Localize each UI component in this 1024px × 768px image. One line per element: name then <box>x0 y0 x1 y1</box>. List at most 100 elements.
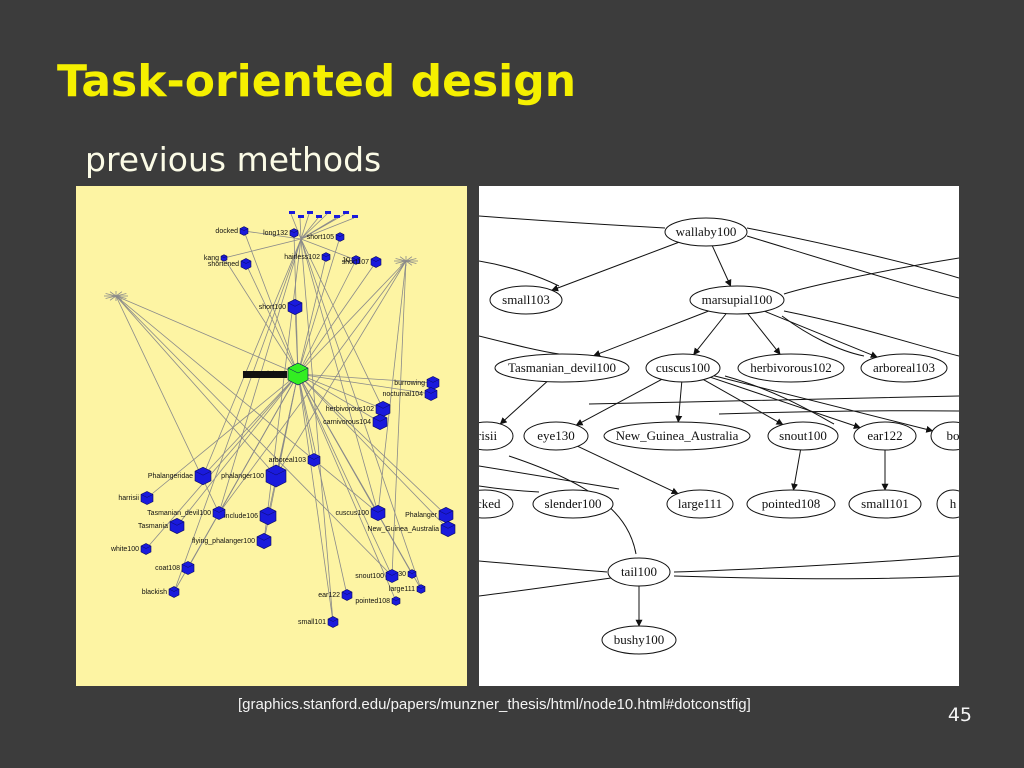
hyperbolic-edge <box>377 260 407 514</box>
dot-node-label: herbivorous102 <box>750 360 832 375</box>
hyperbolic-node-label: pointed108 <box>355 598 390 605</box>
hyperbolic-edge <box>243 230 299 375</box>
hyperbolic-node <box>407 569 417 579</box>
hyperbolic-node-label: flying_phalanger100 <box>192 538 255 545</box>
dot-node-label: small103 <box>502 292 550 307</box>
dot-node: small101 <box>848 489 922 519</box>
hyperbolic-node <box>259 506 277 526</box>
dot-node-label: h <box>950 496 957 511</box>
hyperbolic-node <box>194 466 212 486</box>
dot-edge <box>791 449 802 491</box>
hyperbolic-edge <box>297 373 381 423</box>
hyperbolic-node <box>370 256 382 268</box>
dot-node: slender100 <box>532 489 614 519</box>
hyperbolic-node-label: small101 <box>298 619 326 626</box>
dot-edge <box>693 313 727 356</box>
hyperbolic-node-label: snout100 <box>355 573 384 580</box>
hyperbolic-edge <box>405 260 417 264</box>
dot-node-label: bushy100 <box>614 632 665 647</box>
hyperbolic-node <box>140 543 152 555</box>
hyperbolic-node-label: arboreal103 <box>269 457 306 464</box>
dot-edge <box>593 310 709 357</box>
hyperbolic-node-label: Tasmanian_devil100 <box>147 510 211 517</box>
hyperbolic-node <box>375 400 391 418</box>
hyperbolic-edge <box>105 295 117 299</box>
hyperbolic-node <box>220 254 228 262</box>
dot-edge <box>479 485 540 493</box>
hyperbolic-node <box>440 520 456 538</box>
dot-edge <box>479 465 620 490</box>
hyperbolic-edge <box>294 306 299 375</box>
hyperbolic-node-label: include106 <box>224 513 258 520</box>
dot-node-label: marsupial100 <box>702 292 773 307</box>
hyperbolic-edge <box>300 238 357 261</box>
hyperbolic-node-label: phalanger100 <box>221 473 264 480</box>
hyperbolic-edge <box>243 230 302 240</box>
hyperbolic-edge <box>405 258 417 262</box>
hyperbolic-node <box>289 211 295 214</box>
hyperbolic-edge <box>146 373 299 499</box>
hyperbolic-edge <box>395 260 407 264</box>
hyperbolic-node-label: white100 <box>110 546 139 553</box>
dot-edge <box>551 241 679 292</box>
hyperbolic-node <box>416 584 426 594</box>
hyperbolic-edge <box>109 295 117 301</box>
dot-node-label: pointed108 <box>762 496 821 511</box>
dot-node-label: New_Guinea_Australia <box>616 428 739 443</box>
hyperbolic-node-label: 30 <box>398 571 406 578</box>
hyperbolic-edge <box>297 373 447 516</box>
hyperbolic-node-label: short105 <box>307 234 334 241</box>
dot-node: snout100 <box>767 421 839 451</box>
hyperbolic-edge <box>297 373 315 461</box>
dot-edge <box>783 310 959 357</box>
dot-edge <box>575 378 662 426</box>
dot-node-label: arboreal103 <box>873 360 935 375</box>
hyperbolic-node-label: large111 <box>389 586 415 593</box>
hyperbolic-edge <box>391 260 407 577</box>
dot-node: herbivorous102 <box>737 353 845 383</box>
hyperbolic-node <box>335 232 345 242</box>
hyperbolic-edge <box>405 256 413 262</box>
hyperbolic-node <box>325 211 331 214</box>
hyperbolic-node-label: ear122 <box>318 592 340 599</box>
hyperbolic-edge <box>297 260 407 375</box>
hyperbolic-node <box>307 211 313 214</box>
hyperbolic-edge <box>297 261 377 375</box>
dot-node-label: slender100 <box>544 496 601 511</box>
hyperbolic-node-label: carnivorous104 <box>323 419 371 426</box>
dot-node-label: bo <box>947 428 960 443</box>
hyperbolic-node <box>212 506 226 520</box>
hyperbolic-node-label: nocturnal104 <box>383 391 424 398</box>
dot-node-label: snout100 <box>779 428 827 443</box>
hyperbolic-node <box>352 215 358 218</box>
hyperbolic-edge <box>115 295 123 301</box>
hyperbolic-node <box>287 298 303 316</box>
hyperbolic-edge <box>297 256 327 375</box>
dot-node-label: ocked <box>479 496 501 511</box>
dot-node-label: large111 <box>678 496 722 511</box>
dot-edge <box>718 410 959 415</box>
dot-edge <box>588 395 959 405</box>
dot-node: Tasmanian_devil100 <box>494 353 630 383</box>
slide-subtitle: previous methods <box>85 140 382 179</box>
hyperbolic-node-label: marsupial100 <box>244 371 286 378</box>
hyperbolic-node-label: cuscus100 <box>336 510 370 517</box>
hyperbolic-edge <box>263 238 302 542</box>
hyperbolic-node <box>256 532 272 550</box>
hyperbolic-node <box>327 616 339 628</box>
hyperbolic-node-label: 10 <box>342 257 350 264</box>
hyperbolic-node-label: Phalanger <box>405 512 438 519</box>
page-number: 45 <box>947 704 972 726</box>
hyperbolic-node <box>438 506 454 524</box>
dot-node-label: Tasmanian_devil100 <box>508 360 616 375</box>
dot-node: h <box>936 489 959 519</box>
hyperbolic-edge <box>297 373 422 590</box>
dot-node: large111 <box>666 489 734 519</box>
hyperbolic-node <box>334 215 340 218</box>
dot-node-label: cuscus100 <box>656 360 710 375</box>
hyperbolic-node <box>140 491 154 505</box>
hyperbolic-node <box>370 504 386 522</box>
